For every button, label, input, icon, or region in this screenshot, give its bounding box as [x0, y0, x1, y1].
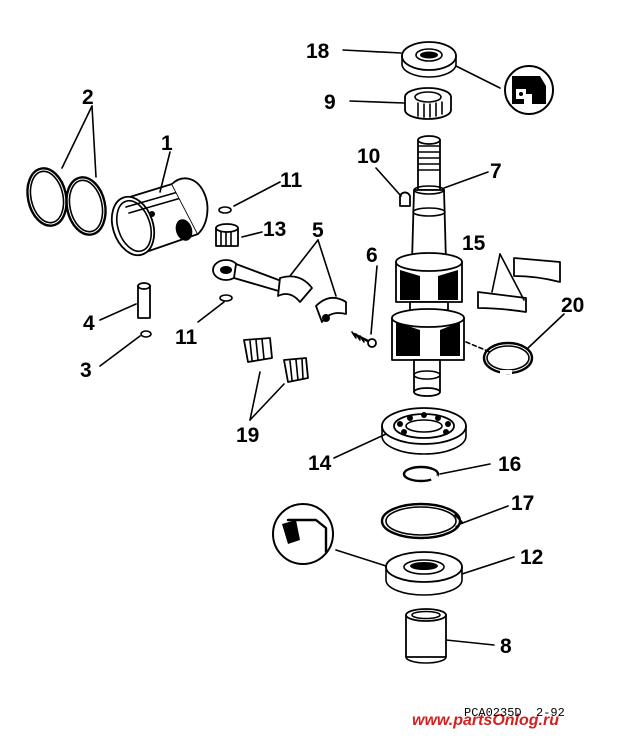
part-needle-bearings-19 [243, 337, 309, 383]
callout-numbers: 18 9 2 1 10 7 11 13 5 15 6 20 4 11 3 19 … [80, 40, 584, 658]
callout-20: 20 [561, 294, 584, 317]
callout-18: 18 [306, 40, 330, 63]
part-snap-ring-16 [402, 465, 440, 483]
callout-15: 15 [462, 232, 486, 255]
drawing-code: PCA0235D 2-92 [464, 706, 565, 720]
callout-14: 14 [308, 452, 332, 475]
part-seal-18 [401, 41, 457, 78]
callout-4: 4 [83, 312, 95, 335]
part-piston-1 [110, 177, 209, 257]
icon-leader-line-lower [335, 549, 387, 567]
callout-8: 8 [500, 635, 512, 658]
callout-19: 19 [236, 424, 259, 447]
callout-17: 17 [511, 492, 534, 515]
part-piston-rings-2 [26, 167, 107, 236]
ring-alignment-dashes [465, 341, 491, 353]
part-piston-pin-4 [137, 282, 151, 319]
sealant-tube-icon [272, 503, 334, 565]
callout-12: 12 [520, 546, 543, 569]
callout-16: 16 [498, 453, 521, 476]
callout-2: 2 [82, 86, 94, 109]
watermark: www.partsOnlog.ru [412, 712, 559, 729]
callout-10: 10 [357, 145, 380, 168]
callout-11-lower: 11 [175, 326, 198, 349]
part-bushing-8 [405, 608, 447, 664]
part-ring-20 [482, 341, 534, 375]
callout-7: 7 [490, 160, 502, 183]
part-bearing-9 [404, 87, 452, 120]
part-clip-3 [140, 330, 152, 338]
callout-5: 5 [312, 219, 324, 242]
lubricant-tube-icon [504, 65, 554, 115]
callout-3: 3 [80, 359, 92, 382]
part-washer-11-upper [218, 206, 232, 214]
callout-13: 13 [263, 218, 286, 241]
part-key-10 [399, 191, 411, 207]
part-ball-bearing-14 [381, 407, 467, 455]
callout-9: 9 [324, 91, 336, 114]
part-washer-11-lower [219, 294, 233, 302]
part-bolt-6 [351, 331, 377, 348]
part-crankshaft-7 [391, 135, 465, 397]
part-bearing-shells-15 [477, 257, 561, 313]
part-retaining-ring-17 [380, 502, 463, 540]
part-connecting-rod-5 [212, 259, 347, 323]
part-needle-cage-13 [215, 223, 239, 247]
part-seal-12 [385, 551, 463, 596]
leader-lines [61, 49, 565, 646]
callout-11-upper: 11 [280, 169, 303, 192]
icon-leader-line [455, 65, 501, 89]
callout-6: 6 [366, 244, 378, 267]
callout-1: 1 [161, 132, 173, 155]
